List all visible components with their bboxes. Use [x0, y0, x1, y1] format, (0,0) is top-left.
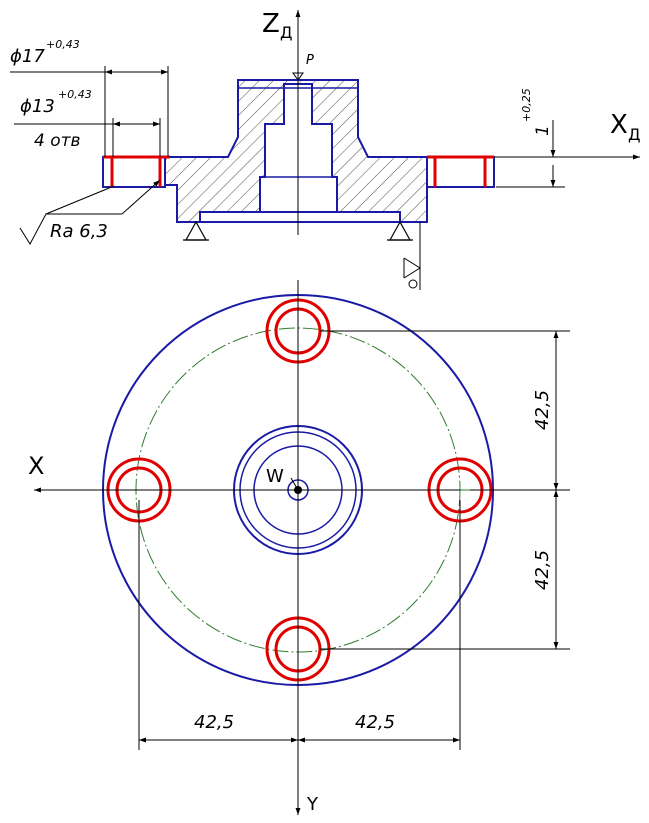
roughness-text: Ra 6,3: [50, 221, 108, 242]
x-axis-label: X: [28, 452, 44, 480]
roughness-symbol: [19, 179, 161, 245]
dim-left-text: 42,5: [194, 712, 234, 733]
holes-count: 4 отв: [34, 131, 81, 151]
force-p-arrow: [292, 60, 304, 81]
dia17-tol: +0,43: [46, 38, 80, 51]
dim-bottom-text: 42,5: [532, 550, 553, 590]
z-axis-label: Z: [262, 9, 280, 39]
bottom-recess: [199, 211, 401, 223]
dim-horizontal: [138, 500, 461, 750]
dia17-text: ϕ17: [10, 46, 45, 67]
dim-top-text: 42,5: [532, 390, 553, 430]
dia13-text: ϕ13: [20, 96, 55, 117]
dim-dia13: [14, 118, 161, 157]
dim-vertical: [320, 330, 570, 650]
force-p-label: P: [306, 53, 314, 68]
xd-axis-sub: Д: [628, 125, 641, 144]
plan-view: W X Y 42,5 42,5 42,5 42,5: [28, 280, 570, 815]
dim-dia17: [10, 66, 169, 157]
height-dim-text: 1: [533, 125, 553, 136]
w-marker: [290, 477, 299, 491]
height-dim-tol: +0,25: [520, 88, 533, 122]
support-right: [387, 220, 413, 241]
xd-axis-label: X: [610, 110, 628, 140]
section-holes: [103, 155, 494, 187]
y-axis-label: Y: [306, 794, 319, 815]
datum-symbol: [403, 222, 421, 290]
dim-right-text: 42,5: [355, 712, 395, 733]
center-label-w: W: [266, 466, 284, 487]
dia13-tol: +0,43: [58, 88, 92, 101]
z-axis-sub: Д: [280, 23, 293, 42]
support-left: [183, 220, 209, 241]
dim-height: [496, 120, 565, 188]
section-view: P Z Д X Д ϕ17 +0,43 ϕ13 +: [10, 9, 641, 290]
